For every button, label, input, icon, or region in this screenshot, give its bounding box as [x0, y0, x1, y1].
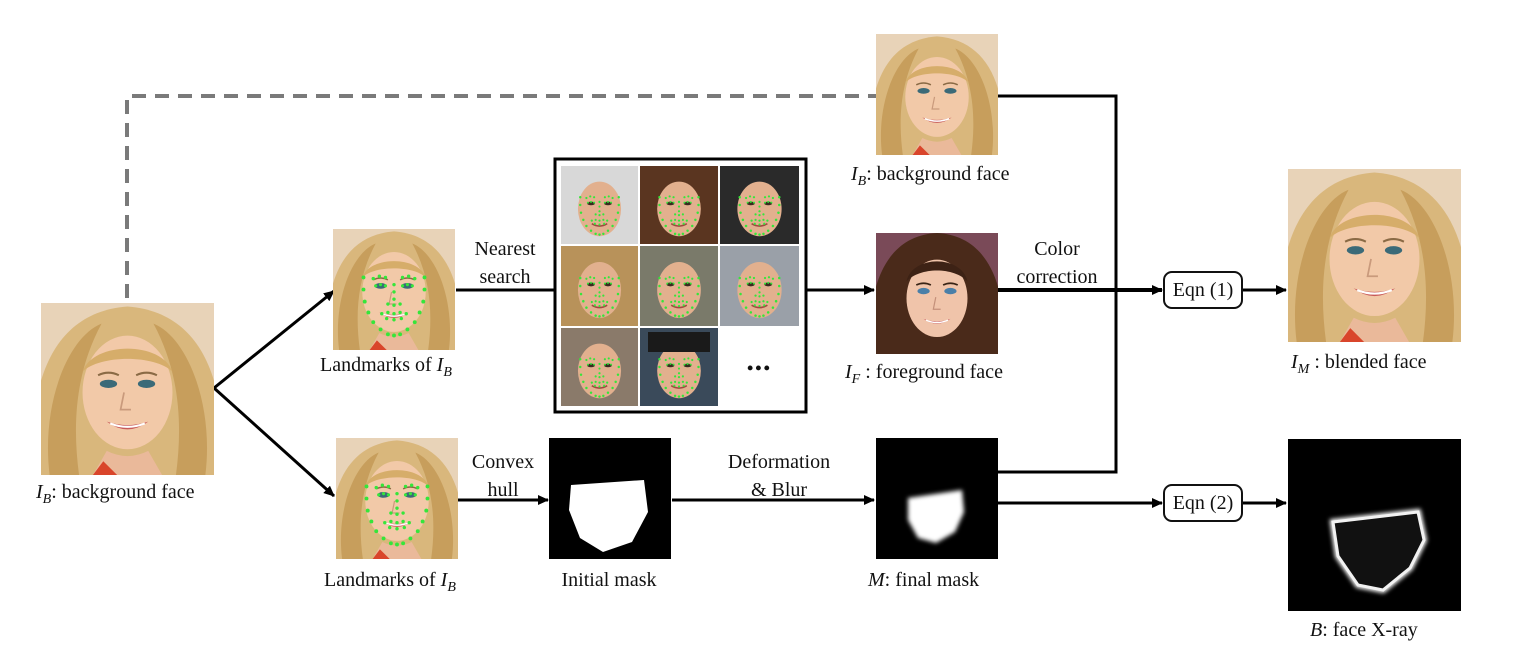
background-face-image-left: [41, 303, 214, 475]
landmarks-image-top: [333, 229, 455, 350]
grid-face: [720, 166, 799, 244]
grid-face: [640, 246, 718, 326]
foreground-face-image: [876, 233, 998, 354]
grid-face: [561, 328, 638, 406]
label-background-face-left: IB: background face: [36, 481, 195, 507]
arrow-to-landmarks-top: [213, 289, 335, 390]
label-landmarks-top: Landmarks of IB: [320, 354, 452, 380]
label-hull: hull: [487, 479, 519, 501]
landmarks-image-bottom: [336, 438, 458, 559]
blended-face-image: [1288, 169, 1461, 342]
grid-face: [561, 246, 638, 326]
label-foreground-face: IF : foreground face: [845, 361, 1003, 387]
label-correction: correction: [1016, 266, 1098, 288]
bus-connector: [998, 94, 1118, 474]
label-blur: & Blur: [750, 479, 808, 501]
label-final-mask: M: final mask: [868, 569, 980, 591]
label-landmarks-bottom: Landmarks of IB: [324, 569, 456, 595]
eqn-2-box: Eqn (2): [1163, 484, 1243, 522]
final-mask-image: [876, 438, 998, 559]
label-deformation: Deformation: [727, 451, 831, 473]
label-blended-face: IM : blended face: [1291, 351, 1427, 377]
eqn-1-box: Eqn (1): [1163, 271, 1243, 309]
label-color: Color: [1034, 238, 1080, 260]
grid-face: [561, 166, 638, 244]
label-nearest: Nearest: [474, 238, 536, 260]
initial-mask-image: [549, 438, 671, 559]
label-initial-mask: Initial mask: [561, 569, 657, 591]
ellipsis-more-faces: •••: [747, 358, 772, 378]
face-xray-image: [1288, 439, 1461, 611]
grid-face: [720, 246, 799, 326]
label-background-face-top: IB: background face: [851, 163, 1010, 189]
grid-face: [640, 328, 718, 406]
dashed-connector: [125, 94, 878, 298]
label-search: search: [479, 266, 531, 288]
grid-face: [640, 166, 718, 244]
background-face-image-top: [876, 34, 998, 155]
arrow-to-landmarks-bottom: [212, 386, 336, 498]
label-face-xray: B: face X-ray: [1310, 619, 1418, 641]
face-database-grid: [553, 157, 808, 414]
label-convex: Convex: [471, 451, 535, 473]
